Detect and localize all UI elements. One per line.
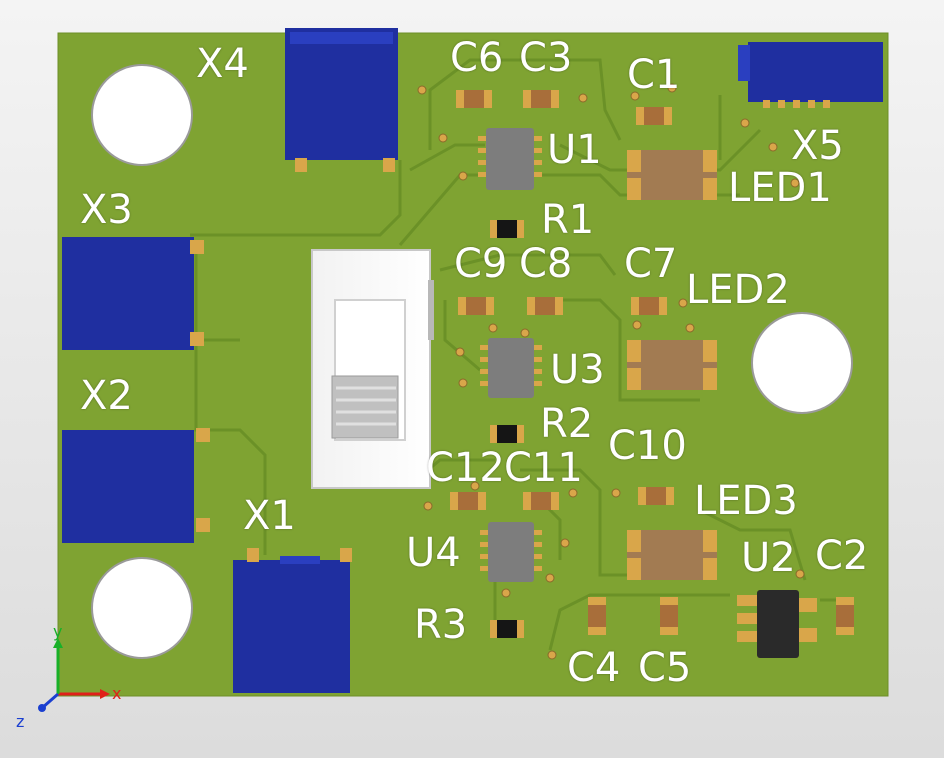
designator-c11: C11 bbox=[504, 445, 583, 491]
capacitor-c7 bbox=[631, 297, 667, 315]
designator-c3: C3 bbox=[519, 35, 573, 81]
designator-c1: C1 bbox=[627, 52, 681, 98]
capacitor-c10 bbox=[638, 487, 674, 505]
designator-x3: X3 bbox=[80, 187, 133, 233]
capacitor-c12 bbox=[450, 492, 486, 510]
capacitor-c11 bbox=[523, 492, 559, 510]
mounting-hole bbox=[91, 64, 193, 166]
designator-u4: U4 bbox=[406, 530, 461, 576]
connector-x1 bbox=[233, 548, 352, 693]
connector-x5 bbox=[738, 42, 883, 108]
slide-switch bbox=[311, 249, 434, 489]
led-led2 bbox=[627, 340, 717, 390]
designator-led1: LED1 bbox=[728, 165, 832, 211]
capacitor-c8 bbox=[527, 297, 563, 315]
connector-x2 bbox=[62, 428, 210, 543]
designator-c6: C6 bbox=[450, 35, 504, 81]
designator-c10: C10 bbox=[608, 423, 687, 469]
designator-x1: X1 bbox=[243, 493, 296, 539]
connector-x3 bbox=[62, 237, 204, 350]
capacitor-c4 bbox=[588, 597, 606, 635]
capacitor-c2 bbox=[836, 597, 854, 635]
resistor-r3 bbox=[490, 620, 524, 638]
designator-c9: C9 bbox=[454, 241, 508, 287]
axis-label-y: y bbox=[53, 622, 63, 641]
designator-c8: C8 bbox=[519, 241, 573, 287]
ic-u4 bbox=[480, 522, 542, 582]
resistor-r1 bbox=[490, 220, 524, 238]
ic-u2 bbox=[737, 590, 817, 658]
led-led3 bbox=[627, 530, 717, 580]
led-led1 bbox=[627, 150, 717, 200]
copper-traces bbox=[190, 58, 845, 651]
capacitor-c3 bbox=[523, 90, 559, 108]
capacitor-c1 bbox=[636, 107, 672, 125]
axis-label-z: z bbox=[16, 712, 25, 731]
connector-x4 bbox=[285, 28, 398, 172]
designator-c2: C2 bbox=[815, 533, 869, 579]
mounting-hole bbox=[91, 557, 193, 659]
designator-u1: U1 bbox=[547, 127, 602, 173]
designator-r1: R1 bbox=[541, 197, 595, 243]
designator-r3: R3 bbox=[414, 602, 468, 648]
designator-c5: C5 bbox=[638, 645, 692, 691]
ic-u1 bbox=[478, 128, 542, 190]
vias bbox=[417, 83, 805, 660]
axis-label-x: x bbox=[112, 684, 122, 703]
designator-u2: U2 bbox=[741, 535, 796, 581]
mounting-hole bbox=[751, 312, 853, 414]
resistor-r2 bbox=[490, 425, 524, 443]
designator-c7: C7 bbox=[624, 241, 678, 287]
designator-u3: U3 bbox=[550, 347, 605, 393]
designator-r2: R2 bbox=[540, 401, 594, 447]
capacitor-c6 bbox=[456, 90, 492, 108]
designator-led2: LED2 bbox=[686, 267, 790, 313]
capacitor-c5 bbox=[660, 597, 678, 635]
designator-x4: X4 bbox=[196, 41, 249, 87]
designator-x2: X2 bbox=[80, 373, 133, 419]
capacitor-c9 bbox=[458, 297, 494, 315]
designator-led3: LED3 bbox=[694, 478, 798, 524]
axis-gizmo bbox=[38, 638, 110, 712]
ic-u3 bbox=[480, 338, 542, 398]
designator-x5: X5 bbox=[791, 123, 844, 169]
designator-c4: C4 bbox=[567, 645, 621, 691]
designator-c12: C12 bbox=[426, 445, 505, 491]
